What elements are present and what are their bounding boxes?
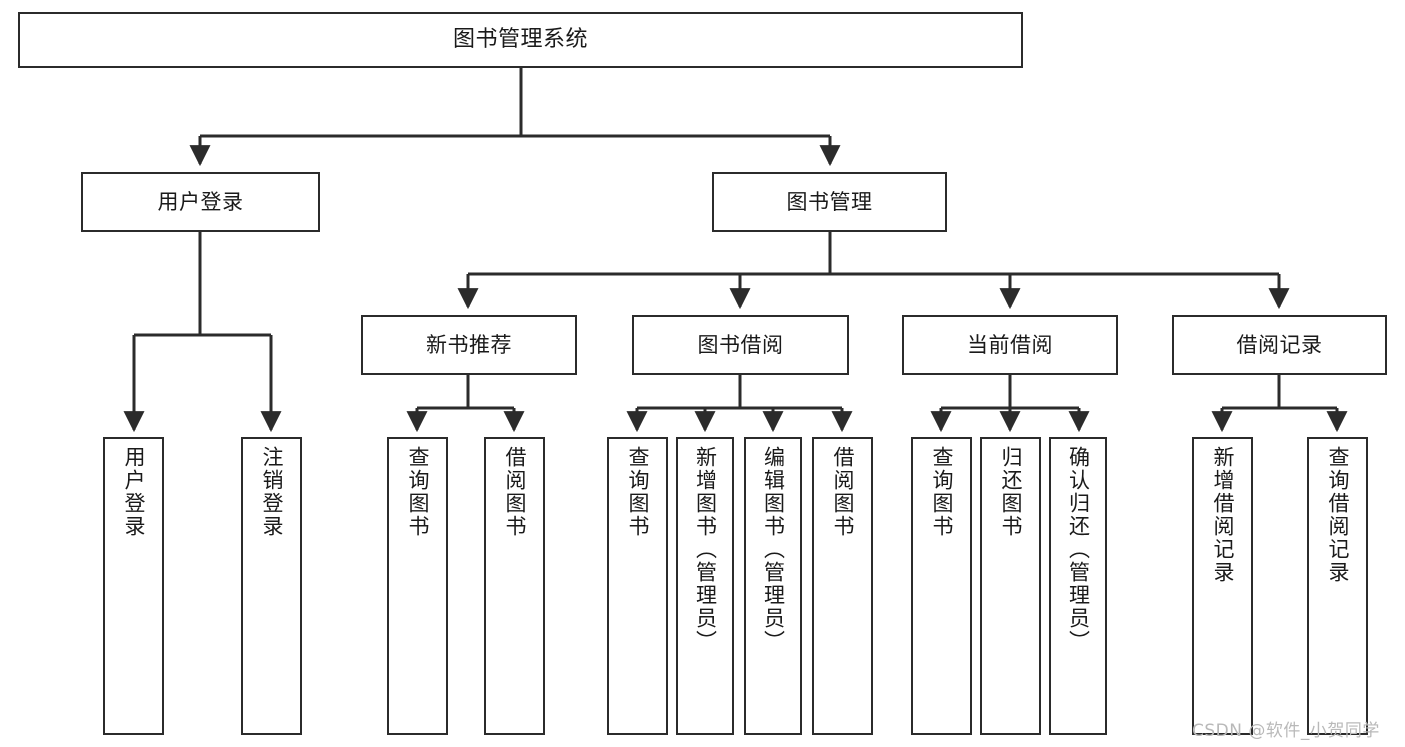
node-current-borrow[interactable]: 当前借阅 bbox=[902, 315, 1118, 375]
node-leaf-query-book-3[interactable]: 查询图书 bbox=[911, 437, 972, 735]
node-current-borrow-label: 当前借阅 bbox=[967, 332, 1053, 357]
node-leaf-edit-book[interactable]: 编辑图书（管理员） bbox=[744, 437, 802, 735]
node-leaf-confirm-return-label: 确认归还（管理员） bbox=[1066, 446, 1091, 653]
node-leaf-logout-login-label: 注销登录 bbox=[260, 446, 284, 538]
node-leaf-borrow-book-1[interactable]: 借阅图书 bbox=[484, 437, 545, 735]
node-leaf-query-record[interactable]: 查询借阅记录 bbox=[1307, 437, 1368, 735]
node-root-label: 图书管理系统 bbox=[452, 27, 588, 53]
node-leaf-query-book-1-label: 查询图书 bbox=[406, 446, 430, 538]
node-leaf-confirm-return[interactable]: 确认归还（管理员） bbox=[1049, 437, 1107, 735]
node-leaf-add-book[interactable]: 新增图书（管理员） bbox=[676, 437, 734, 735]
node-leaf-query-book-2[interactable]: 查询图书 bbox=[607, 437, 668, 735]
node-leaf-borrow-book-1-label: 借阅图书 bbox=[503, 446, 527, 538]
node-user-login[interactable]: 用户登录 bbox=[81, 172, 320, 232]
node-leaf-query-book-2-label: 查询图书 bbox=[626, 446, 650, 538]
node-leaf-return-book-label: 归还图书 bbox=[999, 446, 1023, 538]
node-root[interactable]: 图书管理系统 bbox=[18, 12, 1023, 68]
node-new-book-recommend-label: 新书推荐 bbox=[426, 332, 512, 357]
node-leaf-logout-login[interactable]: 注销登录 bbox=[241, 437, 302, 735]
node-borrow-record-label: 借阅记录 bbox=[1236, 332, 1323, 357]
node-book-management-label: 图书管理 bbox=[786, 189, 873, 214]
node-leaf-borrow-book-2-label: 借阅图书 bbox=[831, 446, 855, 538]
node-leaf-edit-book-label: 编辑图书（管理员） bbox=[761, 446, 786, 653]
csdn-watermark: CSDN @软件_小贺同学 bbox=[1192, 721, 1380, 741]
node-leaf-query-book-3-label: 查询图书 bbox=[930, 446, 954, 538]
node-new-book-recommend[interactable]: 新书推荐 bbox=[361, 315, 577, 375]
node-leaf-query-book-1[interactable]: 查询图书 bbox=[387, 437, 448, 735]
node-leaf-add-record-label: 新增借阅记录 bbox=[1211, 446, 1235, 584]
node-leaf-user-login-label: 用户登录 bbox=[122, 446, 146, 538]
node-book-borrow[interactable]: 图书借阅 bbox=[632, 315, 849, 375]
node-leaf-add-record[interactable]: 新增借阅记录 bbox=[1192, 437, 1253, 735]
node-leaf-query-record-label: 查询借阅记录 bbox=[1326, 446, 1350, 584]
node-user-login-label: 用户登录 bbox=[157, 189, 244, 214]
node-book-management[interactable]: 图书管理 bbox=[712, 172, 947, 232]
node-leaf-add-book-label: 新增图书（管理员） bbox=[693, 446, 718, 653]
node-borrow-record[interactable]: 借阅记录 bbox=[1172, 315, 1387, 375]
node-leaf-user-login[interactable]: 用户登录 bbox=[103, 437, 164, 735]
node-leaf-return-book[interactable]: 归还图书 bbox=[980, 437, 1041, 735]
node-leaf-borrow-book-2[interactable]: 借阅图书 bbox=[812, 437, 873, 735]
node-book-borrow-label: 图书借阅 bbox=[697, 332, 784, 357]
